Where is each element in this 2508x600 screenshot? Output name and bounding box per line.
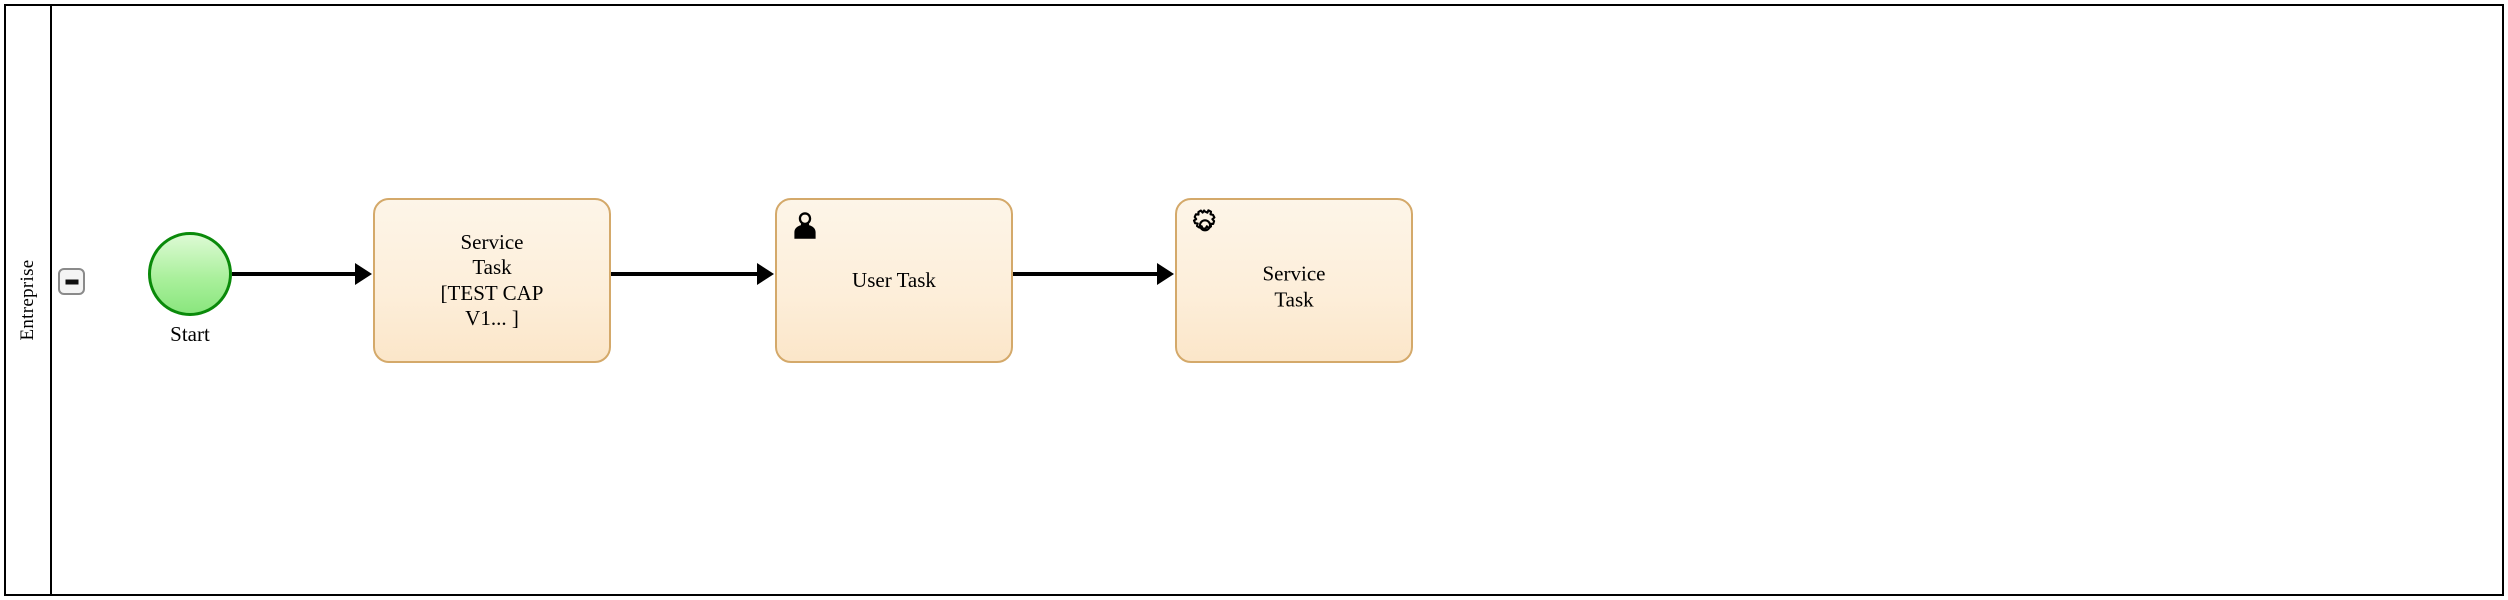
lane-title: Entreprise [17, 259, 38, 341]
user-icon [788, 209, 822, 243]
arrowhead-icon [757, 263, 774, 285]
pool-entreprise[interactable]: Entreprise [4, 4, 2504, 596]
task-label: User Task [852, 267, 936, 292]
sequence-flow-start-to-task-1[interactable] [232, 263, 372, 285]
arrowhead-icon [355, 263, 372, 285]
start-event-label: Start [170, 322, 210, 346]
task-label: Service Task [TEST CAP V1... ] [440, 229, 544, 331]
collapse-lane-toggle[interactable] [58, 268, 85, 295]
arrowhead-icon [1157, 263, 1174, 285]
lane-header: Entreprise [6, 6, 52, 594]
task-service-test-cap[interactable]: Service Task [TEST CAP V1... ] [373, 198, 611, 363]
start-event[interactable] [148, 232, 232, 316]
minus-icon [65, 279, 78, 284]
gear-icon [1188, 209, 1222, 243]
sequence-flow-task-2-to-task-3[interactable] [1013, 263, 1174, 285]
task-service[interactable]: Service Task [1175, 198, 1413, 363]
task-label: Service Task [1262, 261, 1326, 311]
sequence-flow-task-1-to-task-2[interactable] [611, 263, 774, 285]
task-user[interactable]: User Task [775, 198, 1013, 363]
